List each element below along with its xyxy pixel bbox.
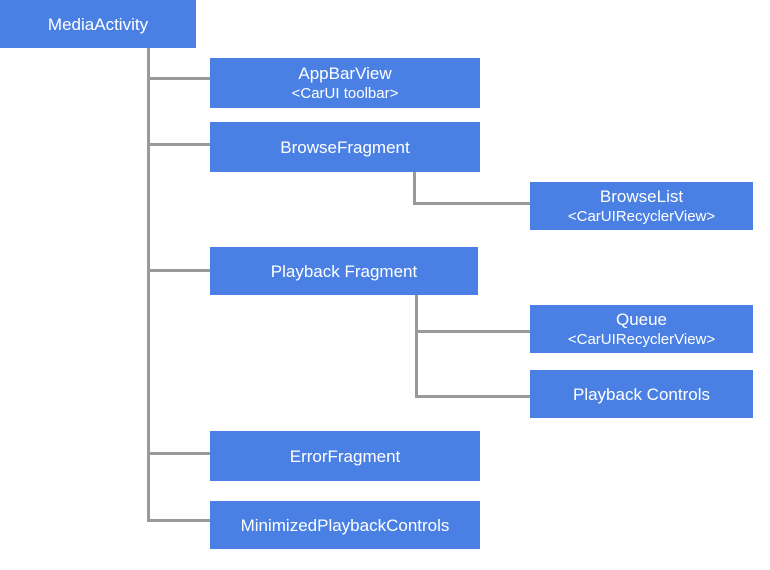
node-label: Queue — [615, 310, 668, 329]
node-media-activity: MediaActivity — [0, 0, 196, 48]
node-sublabel: <CarUIRecyclerView> — [567, 331, 716, 348]
node-label: BrowseList — [599, 187, 684, 206]
node-minimized-playback-controls: MinimizedPlaybackControls — [210, 501, 480, 549]
node-label: Playback Controls — [572, 384, 710, 404]
node-label: ErrorFragment — [289, 446, 401, 466]
connector-to-playbackcontrols — [415, 395, 530, 398]
node-playback-fragment: Playback Fragment — [210, 247, 478, 295]
node-sublabel: <CarUIRecyclerView> — [567, 208, 716, 225]
connector-to-appbarview — [147, 77, 210, 80]
connector-to-playbackfragment — [147, 269, 210, 272]
connector-to-browselist — [413, 202, 530, 205]
node-playback-controls: Playback Controls — [530, 370, 753, 418]
node-sublabel: <CarUI toolbar> — [291, 85, 399, 102]
connector-playbackfragment-stem — [415, 295, 418, 398]
connector-to-errorfragment — [147, 452, 210, 455]
connector-to-minimizedplaybackcontrols — [147, 519, 210, 522]
node-queue: Queue <CarUIRecyclerView> — [530, 305, 753, 353]
connector-trunk-vertical — [147, 48, 150, 522]
node-label: AppBarView — [298, 64, 392, 83]
node-error-fragment: ErrorFragment — [210, 431, 480, 481]
node-app-bar-view: AppBarView <CarUI toolbar> — [210, 58, 480, 108]
node-label: MediaActivity — [47, 14, 149, 34]
node-label: MinimizedPlaybackControls — [240, 515, 450, 535]
node-browse-list: BrowseList <CarUIRecyclerView> — [530, 182, 753, 230]
connector-browsefragment-stem — [413, 172, 416, 205]
node-label: Playback Fragment — [270, 261, 418, 281]
node-label: BrowseFragment — [280, 137, 410, 157]
connector-to-browsefragment — [147, 143, 210, 146]
connector-to-queue — [415, 330, 530, 333]
node-browse-fragment: BrowseFragment — [210, 122, 480, 172]
